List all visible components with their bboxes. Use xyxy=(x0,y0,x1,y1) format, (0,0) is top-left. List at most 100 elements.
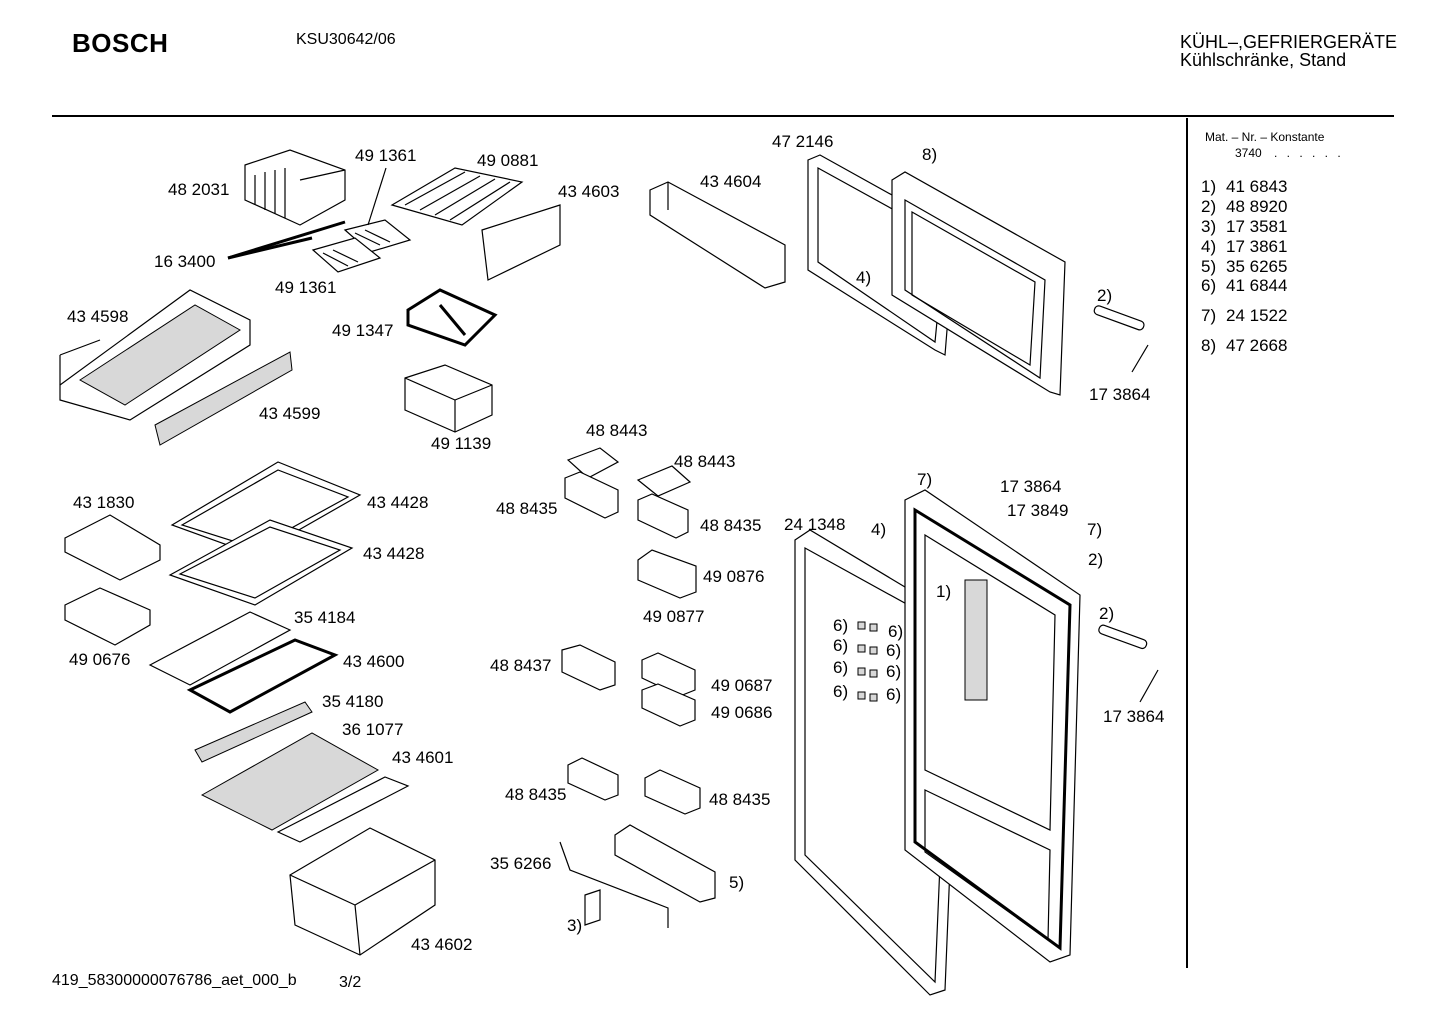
part-49-1361-ice-tray-lower xyxy=(311,237,382,273)
part-label: 17 3864 xyxy=(1000,477,1062,496)
part-label: 43 4428 xyxy=(363,544,425,563)
part-label: 35 4184 xyxy=(294,608,356,627)
part-label: 43 4602 xyxy=(411,935,473,954)
constant-value: 17 3861 xyxy=(1226,237,1288,256)
part-43-4600 xyxy=(186,638,339,714)
part-label: 7) xyxy=(917,470,933,489)
part-label: 49 0687 xyxy=(711,676,773,695)
footer-code: 419_58300000076786_aet_000_b xyxy=(52,972,297,989)
part-label: 49 0876 xyxy=(703,567,765,586)
leader-16-3400-b xyxy=(227,236,313,260)
part-48-8435-b xyxy=(637,493,689,539)
category-title: KÜHL–,GEFRIERGERÄTE xyxy=(1180,32,1398,52)
part-49-0881 xyxy=(390,167,524,226)
part-43-1830 xyxy=(64,514,161,581)
constant-key: 4) xyxy=(1201,237,1217,256)
constant-key: 6) xyxy=(1201,276,1217,295)
part-label: 43 4601 xyxy=(392,748,454,767)
part-36-1077 xyxy=(200,732,380,831)
model-number: KSU30642/06 xyxy=(296,31,396,48)
part-label: 8) xyxy=(922,145,938,164)
part-8-freezer-door xyxy=(891,171,1066,396)
category-subtitle: Kühlschränke, Stand xyxy=(1180,50,1347,70)
constant-key: 8) xyxy=(1201,336,1217,355)
part-49-0676 xyxy=(64,587,151,646)
part-49-0687 xyxy=(641,652,696,697)
part-43-4598 xyxy=(59,289,251,421)
constant-key: 2) xyxy=(1201,197,1217,216)
part-label: 49 1347 xyxy=(332,321,394,340)
part-label: 48 8435 xyxy=(700,516,762,535)
constants-value: 3740 xyxy=(1235,146,1262,160)
part-label: 36 1077 xyxy=(342,720,404,739)
footer-page: 3/2 xyxy=(339,974,362,991)
sidebar-divider xyxy=(1186,118,1188,968)
part-label: 16 3400 xyxy=(154,252,216,271)
part-43-4603 xyxy=(481,204,561,281)
part-43-4601 xyxy=(276,776,410,843)
part-label: 24 1348 xyxy=(784,515,846,534)
part-label: 3) xyxy=(567,916,583,935)
part-label: 6) xyxy=(833,616,849,635)
part-label: 6) xyxy=(886,662,902,681)
part-48-2031 xyxy=(244,149,346,226)
constant-value: 41 6843 xyxy=(1226,177,1288,196)
part-48-8435-c xyxy=(567,757,619,801)
part-48-8435-d xyxy=(644,769,701,815)
part-label: 17 3864 xyxy=(1089,385,1151,404)
part-label: 47 2146 xyxy=(772,132,834,151)
constant-key: 7) xyxy=(1201,306,1217,325)
brand-logo: BOSCH xyxy=(72,28,169,58)
part-label: 48 8443 xyxy=(586,421,648,440)
part-48-8443-b xyxy=(636,465,692,497)
part-label: 49 0686 xyxy=(711,703,773,722)
part-main-door xyxy=(904,489,1081,963)
part-label: 49 1361 xyxy=(355,146,417,165)
part-label: 49 0676 xyxy=(69,650,131,669)
part-label: 49 0881 xyxy=(477,151,539,170)
part-handle-upper xyxy=(1093,305,1149,373)
constant-key: 5) xyxy=(1201,257,1217,276)
part-label: 2) xyxy=(1097,286,1113,305)
constant-value: 24 1522 xyxy=(1226,306,1288,325)
constant-value: 47 2668 xyxy=(1226,336,1288,355)
part-label: 35 6266 xyxy=(490,854,552,873)
part-label: 43 4599 xyxy=(259,404,321,423)
part-label: 6) xyxy=(886,685,902,704)
part-label: 43 4604 xyxy=(700,172,762,191)
part-label: 6) xyxy=(833,636,849,655)
part-label: 7) xyxy=(1087,520,1103,539)
constant-value: 17 3581 xyxy=(1226,217,1288,236)
constant-key: 3) xyxy=(1201,217,1217,236)
constants-title: Mat. – Nr. – Konstante xyxy=(1205,130,1325,144)
constant-value: 48 8920 xyxy=(1226,197,1288,216)
part-label: 48 8437 xyxy=(490,656,552,675)
constant-value: 41 6844 xyxy=(1226,276,1288,295)
part-label: 48 8435 xyxy=(496,499,558,518)
part-label: 17 3864 xyxy=(1103,707,1165,726)
header-divider xyxy=(52,115,1394,117)
part-label: 6) xyxy=(833,658,849,677)
part-49-0686 xyxy=(641,683,696,727)
part-label: 43 4600 xyxy=(343,652,405,671)
part-43-4428-b xyxy=(168,519,354,606)
part-49-1347 xyxy=(406,288,498,347)
part-43-4599 xyxy=(154,351,293,446)
constant-key: 1) xyxy=(1201,177,1217,196)
part-6-clips xyxy=(857,621,878,702)
part-49-0876 xyxy=(637,549,697,599)
constants-dots: . . . . . . xyxy=(1274,146,1344,160)
part-49-1139 xyxy=(404,364,493,433)
part-label: 49 1139 xyxy=(431,434,492,453)
part-5-door-bin xyxy=(614,824,716,903)
part-label: 5) xyxy=(729,873,745,892)
leader-49-1361 xyxy=(367,167,387,226)
part-label: 48 8435 xyxy=(505,785,567,804)
part-43-4602-crisper xyxy=(289,827,436,956)
part-label: 43 4603 xyxy=(558,182,620,201)
part-label: 6) xyxy=(833,682,849,701)
part-label: 43 1830 xyxy=(73,493,135,512)
constant-value: 35 6265 xyxy=(1226,257,1288,276)
part-35-4184 xyxy=(148,611,292,686)
